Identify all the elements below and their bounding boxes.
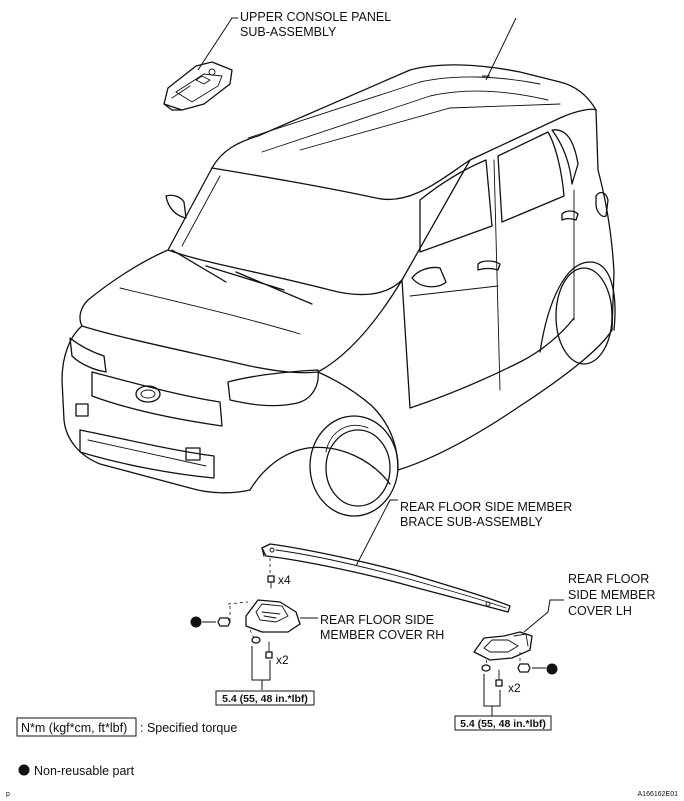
cover-lh-part — [473, 599, 564, 667]
vehicle-illustration — [61, 17, 616, 517]
legend-torque-unit: N*m (kgf*cm, ft*lbf) — [21, 721, 127, 735]
torque-value-lh: 5.4 (55, 48 in.*lbf) — [460, 718, 546, 730]
legend: N*m (kgf*cm, ft*lbf) : Specified torque … — [16, 717, 237, 778]
torque-box-rh: 5.4 (55, 48 in.*lbf) — [215, 690, 315, 706]
lh-bolt-qty: x2 — [508, 681, 521, 695]
rh-nut-icon — [217, 617, 231, 627]
footer-mark: p — [6, 791, 10, 798]
upper-console-label-1: UPPER CONSOLE PANEL — [240, 10, 391, 24]
cover-lh-label-3: COVER LH — [568, 604, 632, 618]
brace-bolt-qty: x4 — [278, 573, 291, 587]
legend-torque-desc: : Specified torque — [140, 721, 237, 735]
upper-console-panel-part — [163, 17, 238, 111]
rh-bolt-qty: x2 — [276, 653, 289, 667]
legend-nonreusable-icon — [18, 764, 30, 776]
rear-floor-brace-part — [261, 499, 511, 613]
rh-bolt-icon — [251, 636, 273, 659]
cover-rh-label-2: MEMBER COVER RH — [320, 628, 444, 642]
nonreusable-marker-lh — [546, 663, 558, 675]
lh-nut-icon — [517, 663, 531, 673]
figure-id: A166162E01 — [638, 791, 679, 798]
cover-lh-label-1: REAR FLOOR — [568, 572, 649, 586]
upper-console-label-2: SUB-ASSEMBLY — [240, 25, 337, 39]
cover-lh-label-2: SIDE MEMBER — [568, 588, 656, 602]
cover-rh-part — [227, 599, 318, 639]
legend-nonreusable-text: Non-reusable part — [34, 764, 135, 778]
brace-label-2: BRACE SUB-ASSEMBLY — [400, 515, 544, 529]
brace-label-1: REAR FLOOR SIDE MEMBER — [400, 500, 572, 514]
torque-box-lh: 5.4 (55, 48 in.*lbf) — [454, 715, 552, 731]
legend-torque-box — [16, 717, 137, 737]
lh-bolt-icon — [481, 664, 503, 687]
nonreusable-marker-rh — [190, 616, 202, 628]
torque-value-rh: 5.4 (55, 48 in.*lbf) — [222, 693, 308, 705]
cover-rh-label-1: REAR FLOOR SIDE — [320, 613, 434, 627]
brace-bolt-icon — [267, 575, 275, 589]
